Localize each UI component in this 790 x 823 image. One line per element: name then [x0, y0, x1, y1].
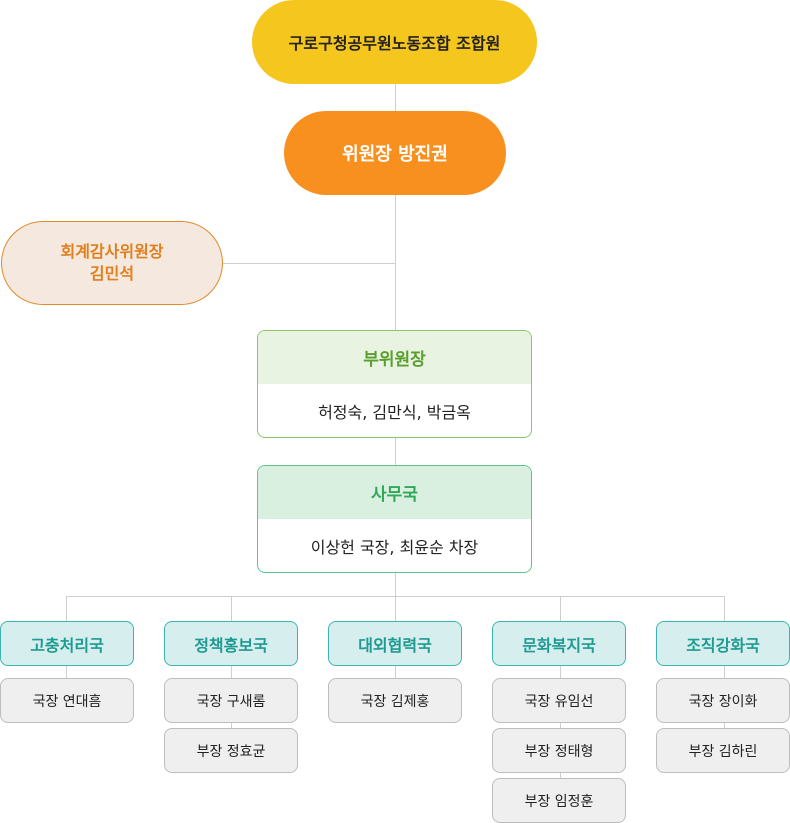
union-title: 구로구청공무원노동조합 조합원: [288, 34, 501, 53]
member-node: 부장 정효균: [164, 728, 298, 773]
audit-name: 김민석: [89, 264, 135, 283]
connector-dept: [724, 596, 725, 756]
vice-chair-title: 부위원장: [258, 331, 531, 384]
audit-title: 회계감사위원장: [60, 242, 164, 261]
department-node: 조직강화국: [656, 621, 790, 666]
member-node: 국장 연대흠: [0, 678, 134, 723]
connector-audit: [223, 263, 395, 264]
audit-node: 회계감사위원장 김민석: [1, 221, 223, 305]
vice-chair-node: 부위원장 허정숙, 김만식, 박금옥: [257, 330, 532, 438]
member-node: 국장 장이화: [656, 678, 790, 723]
office-members: 이상헌 국장, 최윤순 차장: [310, 537, 479, 557]
department-node: 문화복지국: [492, 621, 626, 666]
member-node: 국장 구새롬: [164, 678, 298, 723]
member-node: 부장 정태형: [492, 728, 626, 773]
office-node: 사무국 이상헌 국장, 최윤순 차장: [257, 465, 532, 573]
member-node: 부장 김하린: [656, 728, 790, 773]
member-node: 국장 유임선: [492, 678, 626, 723]
department-node: 정책홍보국: [164, 621, 298, 666]
chairman-title: 위원장 방진권: [342, 144, 448, 165]
office-title: 사무국: [258, 466, 531, 519]
department-node: 대외협력국: [328, 621, 462, 666]
union-node: 구로구청공무원노동조합 조합원: [252, 0, 537, 84]
department-node: 고충처리국: [0, 621, 134, 666]
member-node: 부장 임정훈: [492, 778, 626, 823]
connector-dept: [231, 596, 232, 756]
member-node: 국장 김제홍: [328, 678, 462, 723]
chairman-node: 위원장 방진권: [284, 111, 506, 195]
vice-chair-members: 허정숙, 김만식, 박금옥: [318, 402, 471, 422]
